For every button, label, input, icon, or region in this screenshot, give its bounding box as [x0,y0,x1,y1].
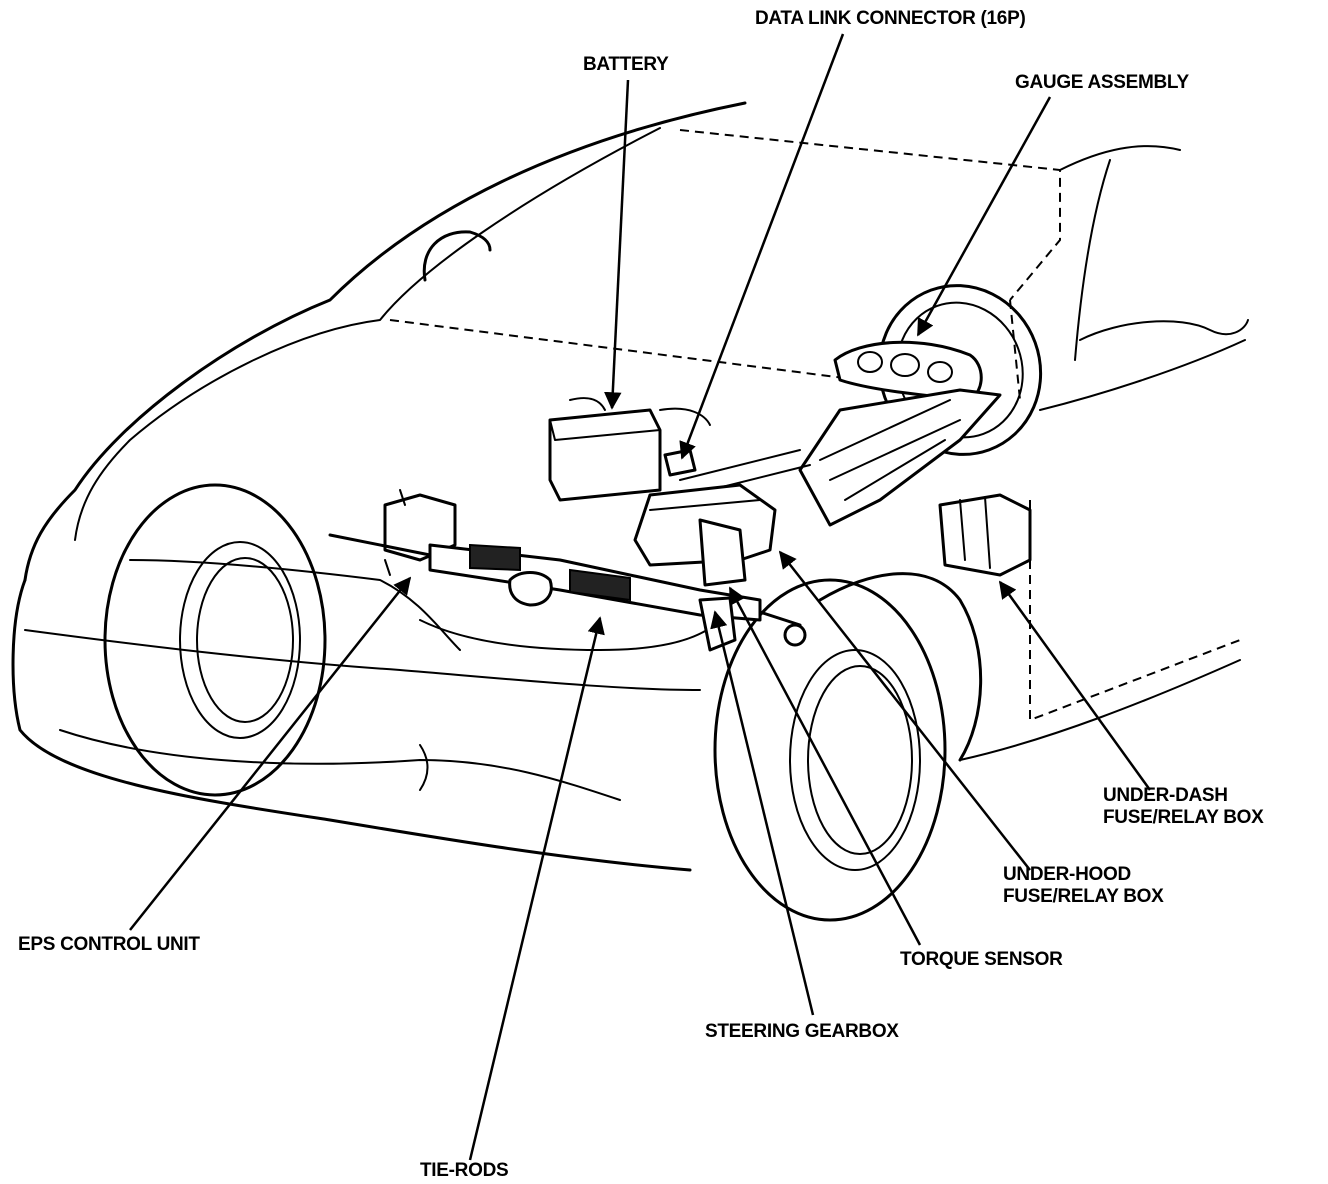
leader-lines [129,33,1152,1161]
torque-sensor-label-text: TORQUE SENSOR [900,949,1063,970]
tie-rods-label-text: TIE-RODS [420,1160,509,1181]
leader-under-dash [998,580,1152,791]
eps-control-unit-label: EPS CONTROL UNIT [18,934,200,956]
battery-shape [548,397,711,502]
leader-gauge-assembly [916,96,1052,337]
steering-column-shape [679,388,1002,527]
front-left-wheel [103,483,327,797]
leader-data-link-connector [679,33,845,460]
tie-rods-label: TIE-RODS [420,1160,509,1182]
under-hood-label-line2: FUSE/RELAY BOX [1003,886,1164,907]
leader-steering-gearbox [710,610,815,1016]
under-dash-fuse-box-shape [938,493,1032,577]
under-dash-label-line1: UNDER-DASH [1103,785,1228,806]
car-body-outline [11,101,1249,872]
data-link-connector-shape [663,448,697,477]
gauge-assembly-shape [833,340,983,402]
gauge-assembly-label: GAUGE ASSEMBLY [1015,72,1189,94]
under-dash-label-line2: FUSE/RELAY BOX [1103,807,1264,828]
front-right-wheel [713,578,947,922]
leader-battery [604,79,630,410]
leader-tie-rods [468,616,605,1161]
data-link-connector-label: DATA LINK CONNECTOR (16P) [755,8,1026,30]
battery-label: BATTERY [583,54,669,76]
battery-label-text: BATTERY [583,54,669,75]
eps-control-unit-label-text: EPS CONTROL UNIT [18,934,200,955]
eps-control-unit-shape [383,489,457,576]
steering-gearbox-label: STEERING GEARBOX [705,1021,899,1043]
leader-eps-control-unit [129,576,412,931]
leader-under-hood [778,550,1031,871]
under-hood-label-line1: UNDER-HOOD [1003,864,1131,885]
data-link-connector-label-text: DATA LINK CONNECTOR (16P) [755,8,1026,29]
gauge-assembly-label-text: GAUGE ASSEMBLY [1015,72,1189,93]
under-hood-fuse-box-label: UNDER-HOOD FUSE/RELAY BOX [1003,864,1164,908]
under-dash-fuse-box-label: UNDER-DASH FUSE/RELAY BOX [1103,785,1264,829]
steering-gearbox-label-text: STEERING GEARBOX [705,1021,899,1042]
torque-sensor-label: TORQUE SENSOR [900,949,1063,971]
leader-torque-sensor [728,586,922,946]
